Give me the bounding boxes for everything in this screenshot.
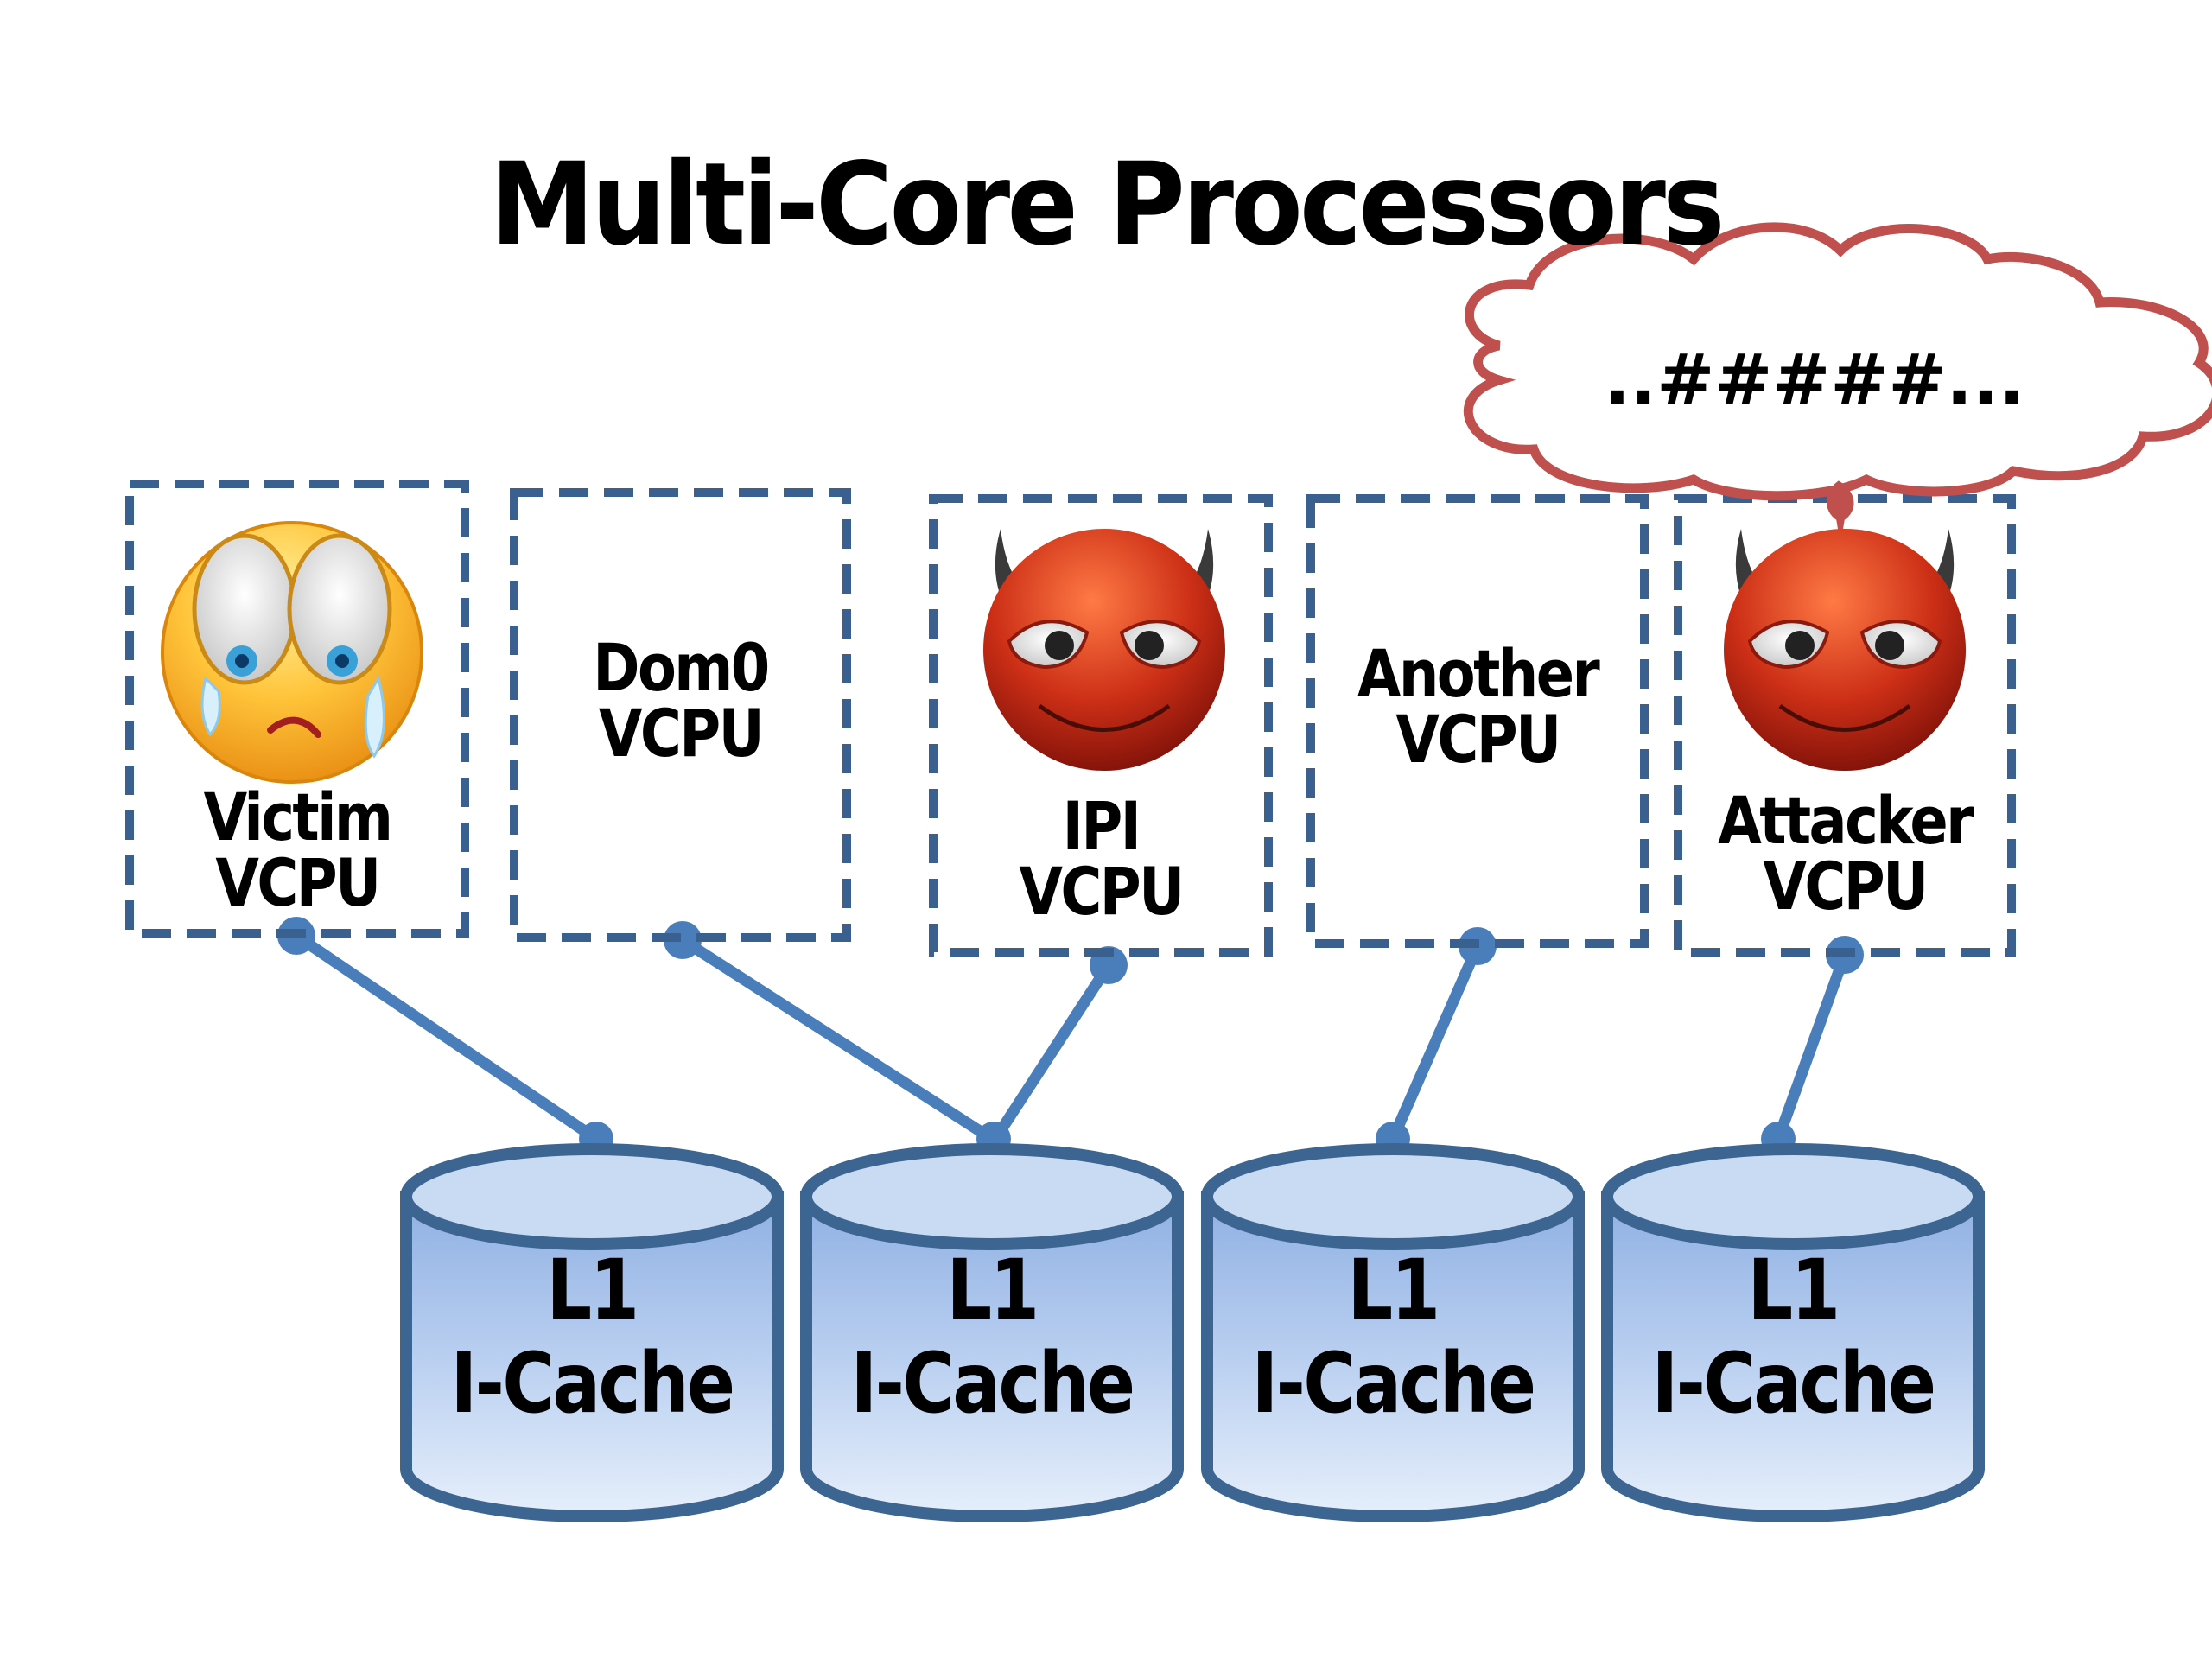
vcpu-box-another — [1306, 494, 1649, 948]
devil-face-icon-ipi — [983, 529, 1225, 771]
thought-tail — [1827, 480, 1854, 530]
crying-face-icon — [161, 521, 423, 784]
vcpu-box-victim — [125, 480, 469, 938]
connector-dom0 — [664, 921, 998, 1145]
vcpu-label-line1: Attacker — [1718, 782, 1974, 859]
cache-label-1: L1 I-Cache — [432, 1242, 752, 1432]
cache-cylinder-3 — [1201, 1143, 1585, 1522]
vcpu-label-victim: Victim VCPU — [153, 785, 442, 916]
cache-label-line1: L1 — [1347, 1242, 1440, 1338]
cache-cylinder-4 — [1601, 1143, 1985, 1522]
vcpu-label-line2: VCPU — [1763, 848, 1929, 925]
cache-label-line2: I-Cache — [850, 1334, 1136, 1432]
cache-label-line1: L1 — [1747, 1242, 1840, 1338]
cache-label-line2: I-Cache — [1251, 1334, 1537, 1432]
vcpu-label-line1: Another — [1357, 635, 1600, 712]
cache-label-line2: I-Cache — [450, 1334, 736, 1432]
vcpu-label-dom0: Dom0 VCPU — [537, 635, 823, 766]
connectors — [277, 917, 1864, 1156]
connector-another — [1376, 927, 1497, 1156]
connector-ipi — [976, 946, 1128, 1156]
vcpu-label-line1: Victim — [203, 779, 393, 855]
vcpu-label-line2: VCPU — [215, 844, 381, 921]
slide-title: Multi-Core Processors — [490, 138, 1725, 271]
connector-attacker — [1761, 936, 1864, 1156]
vcpu-box-attacker — [1674, 494, 2016, 957]
vcpu-box-dom0 — [510, 488, 851, 942]
cache-cylinders — [400, 1143, 1985, 1522]
thought-bubble — [1463, 222, 2212, 530]
cache-label-4: L1 I-Cache — [1633, 1242, 1953, 1432]
vcpu-label-ipi: IPI VCPU — [957, 793, 1245, 925]
vcpu-box-ipi — [929, 494, 1273, 957]
vcpu-label-line2: VCPU — [1019, 853, 1185, 930]
cache-label-2: L1 I-Cache — [832, 1242, 1152, 1432]
vcpu-label-line1: Dom0 — [593, 629, 770, 706]
cache-label-line2: I-Cache — [1651, 1334, 1937, 1432]
thought-cloud-shape — [1463, 222, 2212, 501]
connector-victim — [277, 917, 613, 1156]
cache-label-line1: L1 — [946, 1242, 1039, 1338]
devil-face-icon-attacker — [1724, 529, 1966, 771]
vcpu-label-line2: VCPU — [598, 695, 765, 772]
vcpu-label-line2: VCPU — [1395, 701, 1561, 778]
cache-label-3: L1 I-Cache — [1233, 1242, 1553, 1432]
cache-label-line1: L1 — [546, 1242, 639, 1338]
vcpu-label-another: Another VCPU — [1334, 641, 1621, 772]
cache-cylinder-2 — [800, 1143, 1184, 1522]
vcpu-label-line1: IPI — [1062, 787, 1141, 864]
vcpu-label-attacker: Attacker VCPU — [1701, 788, 1988, 919]
cache-cylinder-1 — [400, 1143, 784, 1522]
thought-bubble-text: ..#####... — [1604, 340, 2025, 420]
